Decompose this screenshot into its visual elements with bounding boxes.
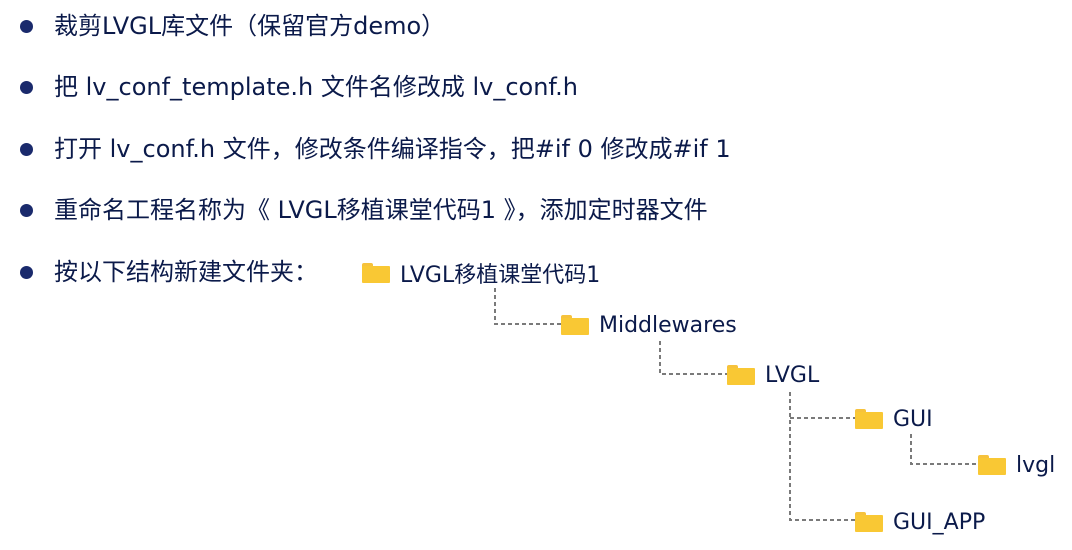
folder-icon — [978, 455, 1006, 475]
bullet-dot-icon — [20, 80, 33, 94]
bullet-dot-icon — [20, 142, 33, 156]
tree-connector — [494, 288, 564, 328]
bullet-text: 裁剪LVGL库文件（保留官方demo） — [54, 12, 446, 40]
folder-label: GUI_APP — [893, 509, 986, 535]
bullet-dot-icon — [20, 19, 33, 33]
folder-middlewares[interactable]: Middlewares — [561, 310, 737, 340]
bullet-dot-icon — [20, 265, 33, 279]
folder-gui[interactable]: GUI — [855, 404, 933, 434]
folder-label: LVGL — [765, 362, 820, 388]
tree-connector — [659, 341, 731, 377]
folder-lvgl-src[interactable]: lvgl — [978, 450, 1055, 480]
bullet-dot-icon — [20, 203, 33, 217]
folder-icon — [362, 263, 390, 283]
folder-gui-app[interactable]: GUI_APP — [855, 507, 985, 537]
tree-connector — [910, 434, 982, 468]
bullet-text: 重命名工程名称为《 LVGL移植课堂代码1 》，添加定时器文件 — [54, 196, 708, 224]
folder-label: Middlewares — [599, 312, 737, 338]
tree-connector — [789, 392, 857, 524]
folder-icon — [727, 365, 755, 385]
folder-icon — [855, 512, 883, 532]
folder-label: GUI — [893, 406, 933, 432]
folder-label: LVGL移植课堂代码1 — [400, 263, 601, 288]
folder-lvgl[interactable]: LVGL — [727, 360, 819, 390]
bullet-text: 把 lv_conf_template.h 文件名修改成 lv_conf.h — [54, 73, 578, 101]
folder-root[interactable]: LVGL移植课堂代码1 — [362, 258, 600, 288]
folder-label: lvgl — [1016, 452, 1056, 478]
folder-icon — [561, 315, 589, 335]
bullet-text: 打开 lv_conf.h 文件，修改条件编译指令，把#if 0 修改成#if 1 — [54, 135, 731, 163]
bullet-text: 按以下结构新建文件夹： — [54, 258, 318, 286]
folder-icon — [855, 409, 883, 429]
